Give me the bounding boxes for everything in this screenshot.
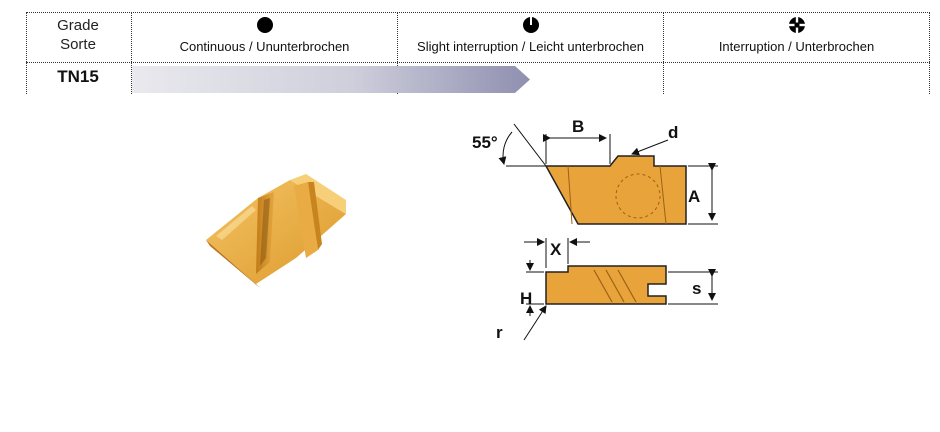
column-continuous: Continuous / Ununterbrochen — [132, 15, 397, 54]
dim-s-label: s — [692, 279, 701, 298]
insert-top-view: 55° B d A — [472, 117, 718, 225]
dim-d-label: d — [668, 123, 678, 142]
dim-r-label: r — [496, 323, 503, 342]
grade-name: TN15 — [57, 67, 99, 86]
column-slight-interruption: Slight interruption / Leicht unterbroche… — [398, 15, 663, 54]
table-col-rule-3 — [663, 12, 664, 94]
filled-circle-icon — [256, 17, 273, 33]
table-top-rule — [26, 12, 930, 13]
column-continuous-label: Continuous / Ununterbrochen — [179, 39, 350, 54]
dim-H-label: H — [520, 289, 532, 308]
grade-header-de: Sorte — [60, 36, 96, 53]
insert-photo — [206, 174, 346, 288]
dim-X-label: X — [550, 240, 562, 259]
table-left-rule — [26, 12, 27, 94]
dim-A-label: A — [688, 187, 700, 206]
column-interruption-label: Interruption / Unterbrochen — [718, 39, 875, 54]
grade-table: Grade Sorte Continuous / Ununterbrochen … — [0, 0, 940, 96]
cross-circle-icon — [787, 16, 806, 34]
grade-header: Grade Sorte — [26, 16, 130, 54]
technical-drawing: 55° B d A X H — [472, 117, 718, 342]
angle-label: 55° — [472, 133, 498, 152]
application-range-bar — [132, 66, 530, 93]
dim-B-label: B — [572, 117, 584, 136]
grade-header-en: Grade — [57, 17, 99, 34]
insert-side-view: X H r s — [496, 238, 718, 342]
table-mid-rule — [26, 62, 930, 63]
column-interruption: Interruption / Unterbrochen — [664, 15, 929, 54]
interrupted-circle-icon — [522, 16, 539, 33]
table-col-rule-1 — [131, 12, 132, 94]
column-slight-interruption-label: Slight interruption / Leicht unterbroche… — [417, 39, 644, 54]
table-right-rule — [929, 12, 930, 94]
table-col-rule-2 — [397, 12, 398, 94]
